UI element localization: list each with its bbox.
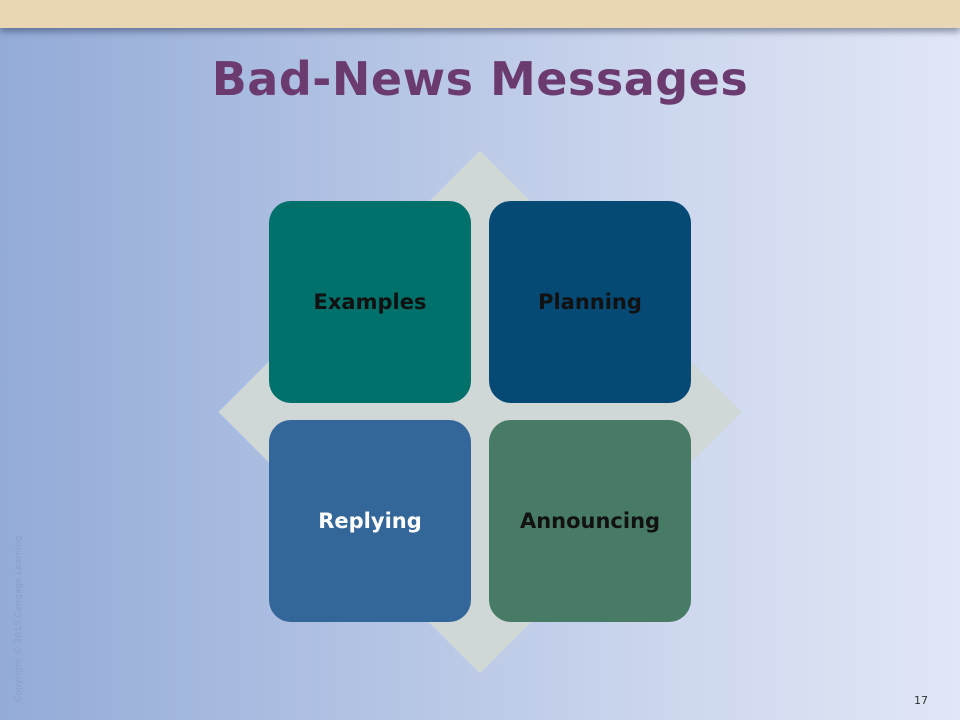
box-planning: Planning xyxy=(489,201,691,403)
copyright-notice: Copyright © 2015 Cengage Learning xyxy=(14,535,24,702)
box-replying-label: Replying xyxy=(318,509,422,533)
box-planning-label: Planning xyxy=(538,290,642,314)
box-announcing: Announcing xyxy=(489,420,691,622)
box-announcing-label: Announcing xyxy=(519,509,661,533)
box-replying: Replying xyxy=(269,420,471,622)
page-number: 17 xyxy=(914,694,928,707)
slide-title: Bad-News Messages xyxy=(211,52,749,106)
box-examples-label: Examples xyxy=(313,290,427,314)
top-accent-bar xyxy=(0,0,960,28)
box-examples: Examples xyxy=(269,201,471,403)
